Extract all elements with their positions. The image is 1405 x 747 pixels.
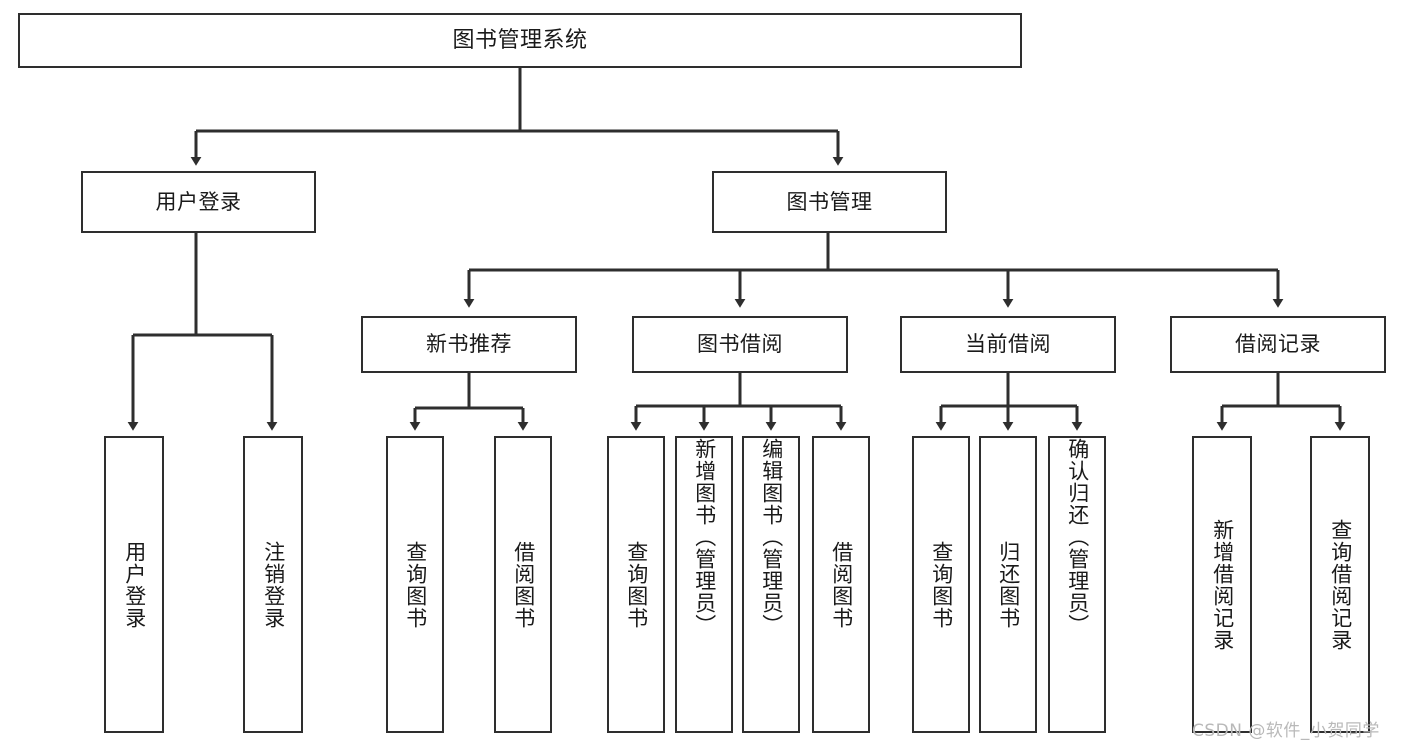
leaf-current-borrow-return-book[interactable]: 归还图书 [979, 436, 1037, 733]
node-label: 用户登录 [122, 540, 147, 629]
node-label: 归还图书 [996, 540, 1021, 629]
leaf-user-login-login[interactable]: 用户登录 [104, 436, 164, 733]
node-label: 图书管理 [786, 189, 873, 214]
node-label: 新书推荐 [426, 332, 512, 357]
csdn-watermark: CSDN @软件_小贺同学 [1192, 721, 1380, 741]
node-label: 借阅图书 [829, 540, 854, 629]
node-label: 图书管理系统 [452, 27, 588, 53]
node-label: 确认归还（管理员） [1065, 438, 1090, 636]
leaf-book-borrow-borrow-book[interactable]: 借阅图书 [812, 436, 870, 733]
node-label: 当前借阅 [965, 332, 1051, 357]
node-label: 图书借阅 [697, 332, 783, 357]
node-borrow-record[interactable]: 借阅记录 [1170, 316, 1386, 373]
leaf-new-book-query-book[interactable]: 查询图书 [386, 436, 444, 733]
node-label: 注销登录 [261, 540, 286, 629]
node-label: 查询借阅记录 [1328, 518, 1353, 651]
node-label: 新增借阅记录 [1210, 518, 1235, 651]
leaf-book-borrow-add-book-admin[interactable]: 新增图书（管理员） [675, 436, 733, 733]
node-user-login[interactable]: 用户登录 [81, 171, 316, 233]
node-new-book-recommend[interactable]: 新书推荐 [361, 316, 577, 373]
node-label: 借阅记录 [1235, 332, 1321, 357]
node-label: 用户登录 [155, 189, 242, 214]
leaf-current-borrow-confirm-return-admin[interactable]: 确认归还（管理员） [1048, 436, 1106, 733]
leaf-current-borrow-query-book[interactable]: 查询图书 [912, 436, 970, 733]
leaf-new-book-borrow-book[interactable]: 借阅图书 [494, 436, 552, 733]
node-current-borrow[interactable]: 当前借阅 [900, 316, 1116, 373]
node-book-management[interactable]: 图书管理 [712, 171, 947, 233]
node-label: 查询图书 [624, 540, 649, 629]
node-label: 编辑图书（管理员） [759, 438, 784, 636]
node-label: 查询图书 [929, 540, 954, 629]
node-root-book-management-system[interactable]: 图书管理系统 [18, 13, 1022, 68]
node-book-borrow[interactable]: 图书借阅 [632, 316, 848, 373]
node-label: 借阅图书 [511, 540, 536, 629]
node-label: 查询图书 [403, 540, 428, 629]
leaf-user-login-logout[interactable]: 注销登录 [243, 436, 303, 733]
leaf-book-borrow-query-book[interactable]: 查询图书 [607, 436, 665, 733]
node-label: 新增图书（管理员） [692, 438, 717, 636]
leaf-borrow-record-add-record[interactable]: 新增借阅记录 [1192, 436, 1252, 733]
leaf-borrow-record-query-record[interactable]: 查询借阅记录 [1310, 436, 1370, 733]
leaf-book-borrow-edit-book-admin[interactable]: 编辑图书（管理员） [742, 436, 800, 733]
